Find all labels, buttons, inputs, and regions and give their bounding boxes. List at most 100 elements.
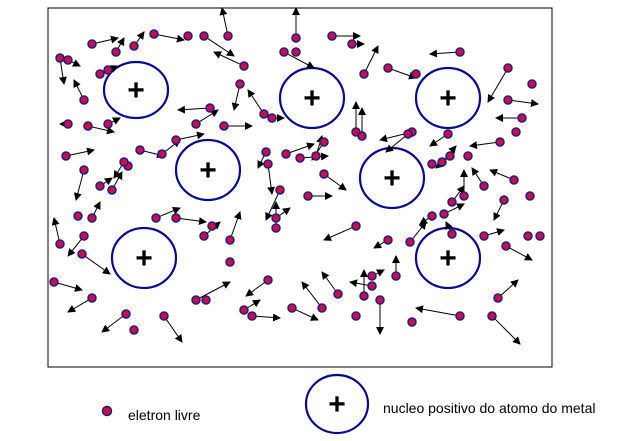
- velocity-arrow-113: [494, 318, 521, 345]
- free-electron-75: [199, 231, 209, 241]
- velocity-arrow-96: [419, 216, 429, 225]
- nucleus-plus: +: [439, 242, 457, 275]
- velocity-arrow-52: [257, 155, 265, 169]
- nucleus-ring: [174, 138, 242, 202]
- velocity-arrow-44: [179, 131, 205, 140]
- free-electron-90: [351, 311, 361, 321]
- velocity-arrow-50: [247, 89, 263, 111]
- velocity-arrow-29: [71, 59, 81, 67]
- velocity-arrow-84: [245, 281, 266, 297]
- free-electron-28: [55, 53, 65, 63]
- free-electron-7: [223, 31, 233, 41]
- free-electron-38: [95, 181, 105, 191]
- free-electron-17: [503, 63, 513, 73]
- free-electron-45: [191, 119, 201, 129]
- free-electron-52: [261, 147, 271, 157]
- free-electron-84: [263, 275, 273, 285]
- velocity-arrow-13: [365, 45, 379, 71]
- free-electron-74: [201, 295, 211, 305]
- legend-electron-label: eletron livre: [128, 407, 201, 423]
- free-electron-80: [271, 223, 281, 233]
- free-electron-99: [459, 191, 469, 201]
- velocity-arrow-72: [165, 319, 183, 343]
- free-electron-10: [291, 47, 301, 57]
- velocity-arrow-100: [471, 167, 483, 183]
- free-electron-93: [383, 235, 393, 245]
- metal-frame: [47, 7, 553, 368]
- free-electron-83: [319, 169, 329, 179]
- velocity-arrow-101: [445, 221, 453, 231]
- velocity-arrow-37: [73, 173, 84, 201]
- velocity-arrow-110: [375, 269, 385, 277]
- free-electron-2: [111, 47, 121, 57]
- velocity-arrow-7: [219, 7, 228, 33]
- free-electron-100: [479, 181, 489, 191]
- free-electron-86: [247, 311, 257, 321]
- free-electron-34: [83, 121, 93, 131]
- velocity-arrow-36: [69, 147, 95, 156]
- velocity-arrow-71: [179, 217, 207, 226]
- free-electron-96: [427, 211, 437, 221]
- free-electron-78: [225, 257, 235, 267]
- velocity-arrow-68: [101, 315, 124, 333]
- free-electron-85: [239, 305, 249, 315]
- free-electron-44: [171, 135, 181, 145]
- free-electron-109: [391, 271, 401, 281]
- free-electron-68: [121, 309, 131, 319]
- velocity-arrow-19: [511, 99, 539, 108]
- free-electron-41: [135, 145, 145, 155]
- free-electron-49: [219, 121, 229, 131]
- free-electron-33: [63, 119, 73, 129]
- free-electron-89: [333, 289, 343, 299]
- free-electron-72: [159, 311, 169, 321]
- free-electron-19: [503, 95, 513, 105]
- nucleus-plus: +: [439, 82, 457, 115]
- free-electron-87: [287, 303, 297, 313]
- velocity-arrow-54: [289, 142, 315, 154]
- free-electron-115: [493, 293, 503, 303]
- free-electron-8: [291, 33, 301, 43]
- free-electron-62: [87, 213, 97, 223]
- velocity-arrow-64: [51, 217, 60, 241]
- free-electron-70: [151, 213, 161, 223]
- legend-nucleus-icon: [304, 373, 370, 435]
- free-electron-110: [367, 271, 377, 281]
- free-electron-106: [509, 175, 519, 185]
- velocity-arrow-66: [57, 282, 83, 292]
- free-electron-55: [295, 153, 305, 163]
- nucleus-plus: +: [127, 74, 145, 107]
- free-electron-14: [383, 63, 393, 73]
- free-electron-27: [443, 129, 453, 139]
- free-electron-23: [463, 151, 473, 161]
- nucleus-plus: +: [383, 162, 401, 195]
- velocity-arrow-102: [487, 228, 505, 236]
- free-electron-57: [319, 137, 329, 147]
- velocity-arrow-108: [493, 203, 503, 221]
- free-electron-69: [129, 325, 139, 335]
- free-electron-111: [367, 281, 377, 291]
- free-electron-9: [279, 47, 289, 57]
- free-electron-94: [351, 221, 361, 231]
- nucleus-ring: [102, 60, 170, 120]
- velocity-arrow-67: [67, 299, 89, 313]
- velocity-arrow-89: [321, 271, 337, 292]
- velocity-arrow-79: [278, 207, 291, 217]
- velocity-arrow-46: [177, 105, 207, 114]
- velocity-arrow-53: [267, 167, 276, 195]
- free-electron-25: [427, 159, 437, 169]
- velocity-arrow-60: [385, 136, 406, 153]
- free-electron-18: [527, 79, 537, 89]
- free-electron-4: [149, 29, 159, 39]
- velocity-arrow-1: [95, 35, 119, 44]
- free-electron-104: [523, 231, 533, 241]
- free-electron-107: [525, 191, 535, 201]
- nucleus-7: +: [414, 226, 482, 290]
- free-electron-114: [407, 317, 417, 327]
- free-electron-54: [281, 149, 291, 159]
- free-electron-40: [119, 157, 129, 167]
- free-electron-46: [205, 103, 215, 113]
- free-electron-37: [79, 165, 89, 175]
- velocity-arrow-94: [323, 227, 353, 241]
- legend-electron-icon: [101, 405, 113, 417]
- velocity-arrow-103: [509, 247, 533, 261]
